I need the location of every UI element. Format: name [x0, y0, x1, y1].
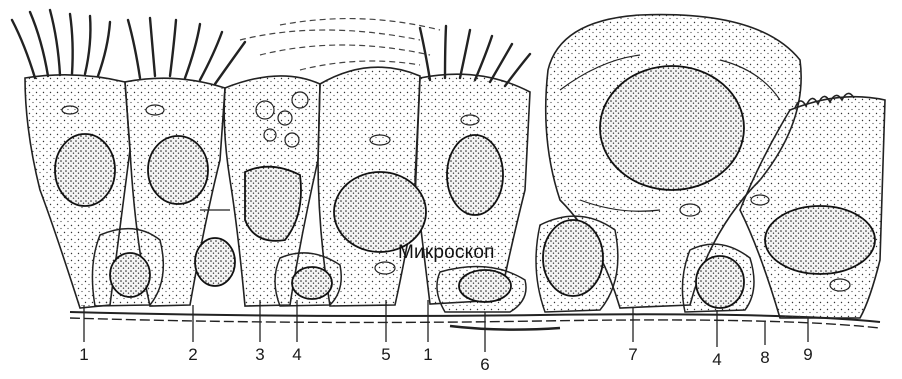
- label-2: 2: [188, 345, 197, 365]
- mucus-streaks: [240, 19, 440, 70]
- label-5: 5: [381, 345, 390, 365]
- label-8: 8: [760, 348, 769, 368]
- basement-membrane: [70, 312, 880, 330]
- label-4a: 4: [292, 345, 301, 365]
- label-4b: 4: [712, 350, 721, 370]
- label-1b: 1: [423, 345, 432, 365]
- label-6: 6: [480, 355, 489, 375]
- overlay-caption: Микроскоп: [398, 242, 495, 264]
- label-9: 9: [803, 345, 812, 365]
- label-3: 3: [255, 345, 264, 365]
- label-7: 7: [628, 345, 637, 365]
- label-1: 1: [79, 345, 88, 365]
